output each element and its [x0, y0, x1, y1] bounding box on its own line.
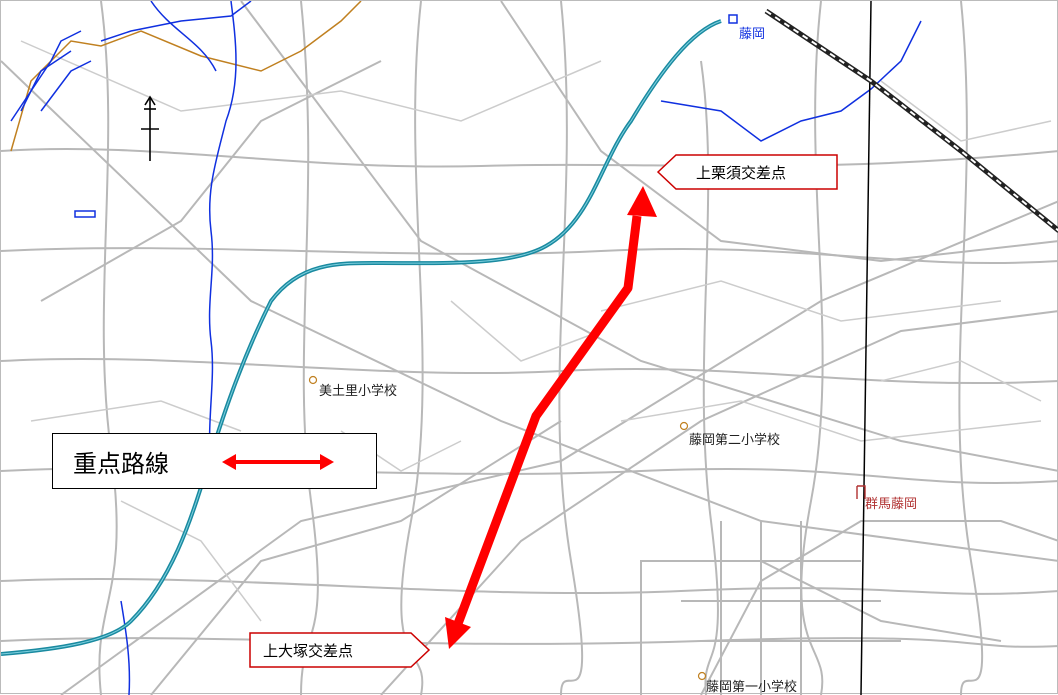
- school-label-fujioka-daiichi: 藤岡第一小学校: [706, 680, 798, 695]
- river-lines: [10, 1, 922, 695]
- key-route-line: [451, 215, 642, 631]
- legend-box: 重点路線: [52, 433, 377, 489]
- railway-vertical: [860, 1, 872, 695]
- school-label-midori: 美土里小学校: [319, 384, 398, 399]
- road-network-minor: [20, 40, 1052, 622]
- legend-label: 重点路線: [73, 450, 169, 478]
- north-arrow-icon: [141, 95, 159, 161]
- school-label-fujioka-daini: 藤岡第二小学校: [689, 433, 781, 448]
- key-route-arrow-top: [627, 186, 657, 217]
- pond: [74, 210, 96, 218]
- callout-label: 上大塚交差点: [263, 642, 354, 660]
- station-icon: [728, 14, 738, 24]
- callout-shape: [656, 154, 838, 190]
- callout-label: 上栗須交差点: [696, 164, 787, 182]
- railway-diagonal: [764, 8, 1058, 233]
- legend-route-arrow-icon: [222, 454, 334, 470]
- callout-kamikurisu: 上栗須交差点: [656, 154, 838, 190]
- key-route-arrow-bottom: [445, 617, 471, 649]
- railway-diagonal-dash: [765, 10, 1058, 232]
- station-label-gunma-fujioka: 群馬藤岡: [865, 497, 918, 512]
- station-icon: [856, 485, 866, 499]
- callout-shape: [249, 632, 431, 668]
- station-label-fujioka: 藤岡: [739, 27, 766, 42]
- school-icon: [308, 375, 707, 681]
- expressway-highlight: [1, 20, 722, 655]
- callout-kamiotsuka: 上大塚交差点: [249, 632, 431, 668]
